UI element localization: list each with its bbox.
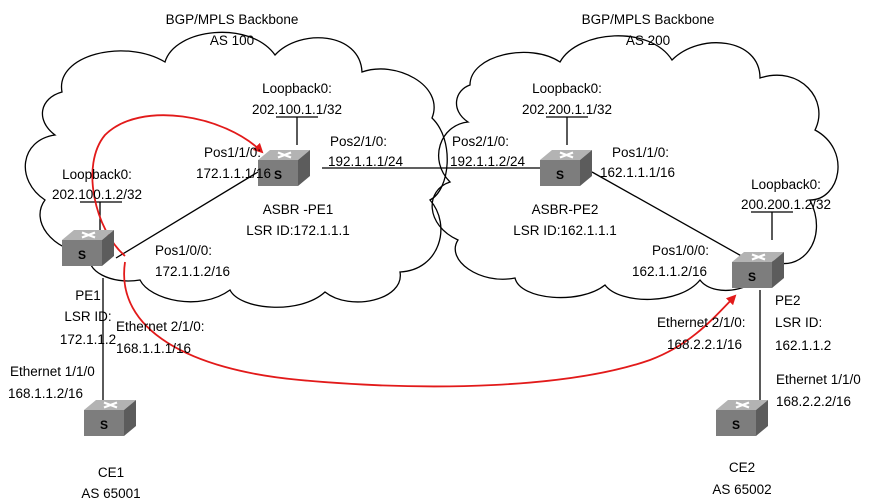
asbr1-loopback-name: Loopback0:	[262, 81, 332, 96]
asbr2-pos110-name: Pos1/1/0:	[612, 145, 669, 160]
asbr2-pos210-ip: 192.1.1.2/24	[450, 154, 526, 169]
asbr2-pos110-ip: 162.1.1.1/16	[600, 165, 675, 180]
pe1-router-icon	[60, 228, 116, 268]
pe1-loopback-ip: 202.100.1.2/32	[52, 187, 142, 202]
link-asbr2-pe2	[591, 171, 746, 259]
asbr2-router-icon	[538, 148, 594, 188]
pe1-pos100-name: Pos1/0/0:	[155, 243, 212, 258]
ce2-eth110-name: Ethernet 1/1/0	[776, 372, 861, 387]
ce1-as: AS 65001	[81, 486, 140, 501]
ce2-name: CE2	[729, 460, 755, 475]
pe1-loopback-name: Loopback0:	[62, 167, 132, 182]
pe1-eth210-ip: 168.1.1.1/16	[116, 341, 191, 356]
pe2-lsr-label: LSR ID:	[775, 315, 822, 330]
ce2-router-icon	[714, 398, 770, 438]
route-arrow-pe1-to-pe2	[123, 261, 737, 388]
ce1-router-icon	[82, 398, 138, 438]
asbr1-pos110-name: Pos1/1/0:	[204, 145, 261, 160]
asbr1-lsr-id: LSR ID:172.1.1.1	[246, 223, 350, 238]
pe2-pos100-name: Pos1/0/0:	[652, 243, 709, 258]
pe1-lsr-label: LSR ID:	[64, 309, 111, 324]
ce2-eth110-ip: 168.2.2.2/16	[776, 394, 851, 409]
asbr1-pos210-name: Pos2/1/0:	[330, 134, 387, 149]
pe1-lsr-id: 172.1.1.2	[60, 332, 116, 347]
pe2-loopback-ip: 200.200.1.2/32	[741, 197, 831, 212]
pe2-eth210-ip: 168.2.2.1/16	[667, 337, 742, 352]
asbr1-name: ASBR -PE1	[263, 202, 334, 217]
backbone-as200-as: AS 200	[626, 33, 670, 48]
asbr2-loopback-ip: 202.200.1.1/32	[522, 102, 612, 117]
asbr1-pos210-ip: 192.1.1.1/24	[328, 154, 404, 169]
asbr1-loopback-ip: 202.100.1.1/32	[252, 102, 342, 117]
link-pe1-asbr1	[115, 171, 259, 259]
pe2-lsr-id: 162.1.1.2	[775, 338, 831, 353]
backbone-as100-title: BGP/MPLS Backbone	[166, 12, 299, 27]
pe2-name: PE2	[775, 293, 801, 308]
asbr2-pos210-name: Pos2/1/0:	[452, 134, 509, 149]
ce2-as: AS 65002	[712, 482, 771, 497]
backbone-cloud-as100	[24, 31, 448, 308]
pe2-loopback-name: Loopback0:	[751, 177, 821, 192]
pe2-eth210-name: Ethernet 2/1/0:	[657, 315, 746, 330]
asbr1-pos110-ip: 172.1.1.1/16	[196, 166, 271, 181]
ce1-eth110-ip: 168.1.1.2/16	[8, 386, 83, 401]
ce1-name: CE1	[98, 465, 124, 480]
pe1-name: PE1	[75, 288, 101, 303]
backbone-as200-title: BGP/MPLS Backbone	[582, 12, 715, 27]
ce1-eth110-name: Ethernet 1/1/0	[10, 364, 95, 379]
route-arrow-pe1-to-asbr1	[91, 114, 264, 257]
asbr2-name: ASBR-PE2	[532, 202, 599, 217]
asbr2-lsr-id: LSR ID:162.1.1.1	[513, 223, 617, 238]
asbr2-loopback-name: Loopback0:	[532, 81, 602, 96]
pe2-router-icon	[730, 250, 786, 290]
pe1-eth210-name: Ethernet 2/1/0:	[116, 319, 205, 334]
pe2-pos100-ip: 162.1.1.2/16	[632, 264, 707, 279]
pe1-pos100-ip: 172.1.1.2/16	[155, 264, 230, 279]
backbone-as100-as: AS 100	[210, 33, 254, 48]
